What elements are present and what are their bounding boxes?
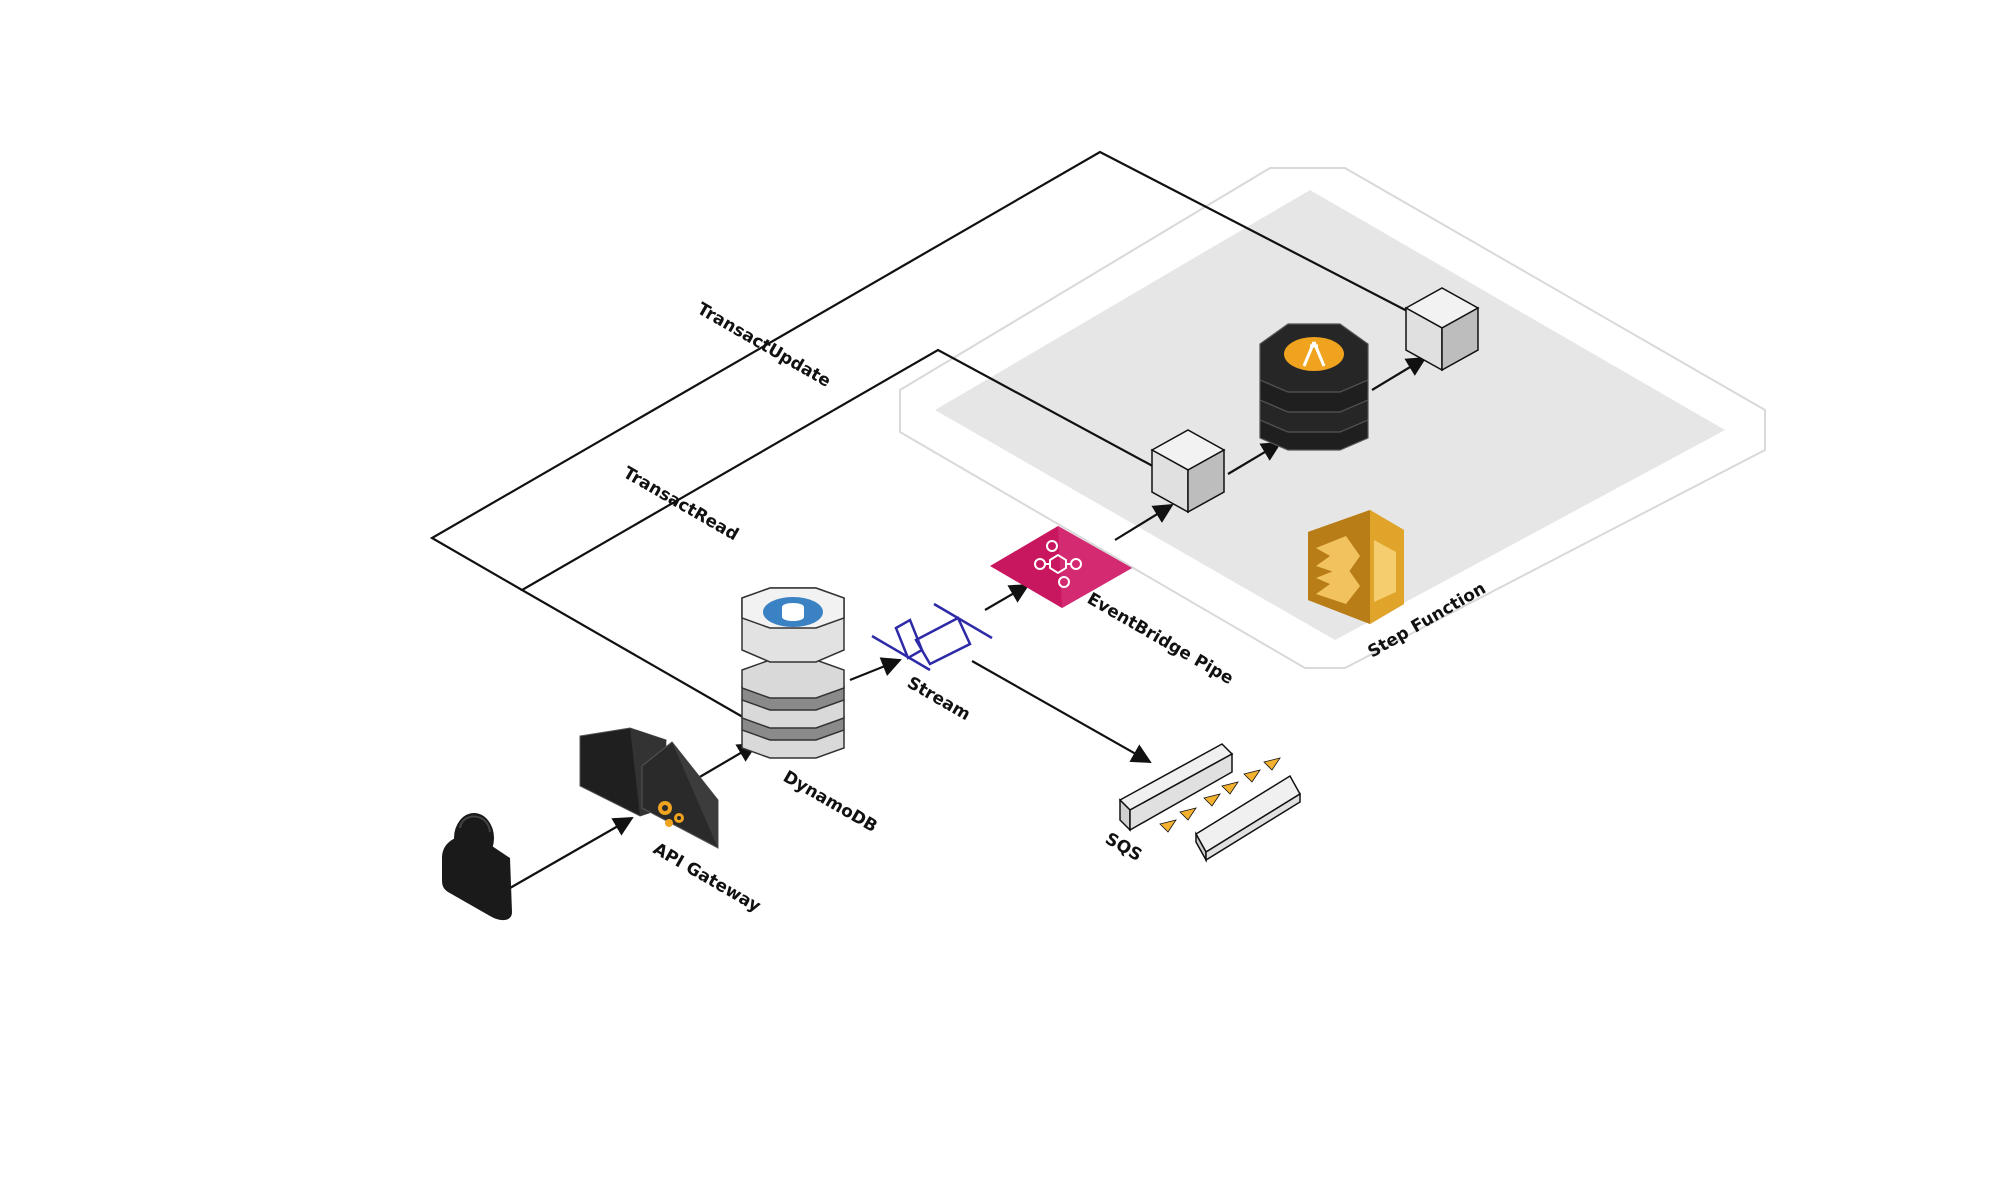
task-cube-1 xyxy=(1150,429,1226,514)
transact-update-connection xyxy=(429,150,1441,591)
transact-update-label: TransactUpdate xyxy=(694,299,835,392)
step-function-icon xyxy=(1308,510,1404,624)
stream-label: Stream xyxy=(904,673,974,725)
sqs-label: SQS xyxy=(1102,829,1146,866)
dynamodb-label: DynamoDB xyxy=(780,767,881,837)
api-gateway-icon xyxy=(579,727,719,849)
user-icon xyxy=(442,813,512,921)
api-gateway-label: API Gateway xyxy=(650,839,765,917)
sqs-icon xyxy=(1118,743,1302,863)
task-cube-2 xyxy=(1404,287,1480,372)
stream-icon xyxy=(871,602,993,672)
eventbridge-icon xyxy=(990,526,1132,608)
lambda-icon xyxy=(1259,323,1369,451)
transact-read-connection xyxy=(519,348,1161,721)
dynamodb-icon xyxy=(741,587,845,759)
transact-read-label: TransactRead xyxy=(620,463,742,545)
flow-arrows xyxy=(509,356,1427,889)
